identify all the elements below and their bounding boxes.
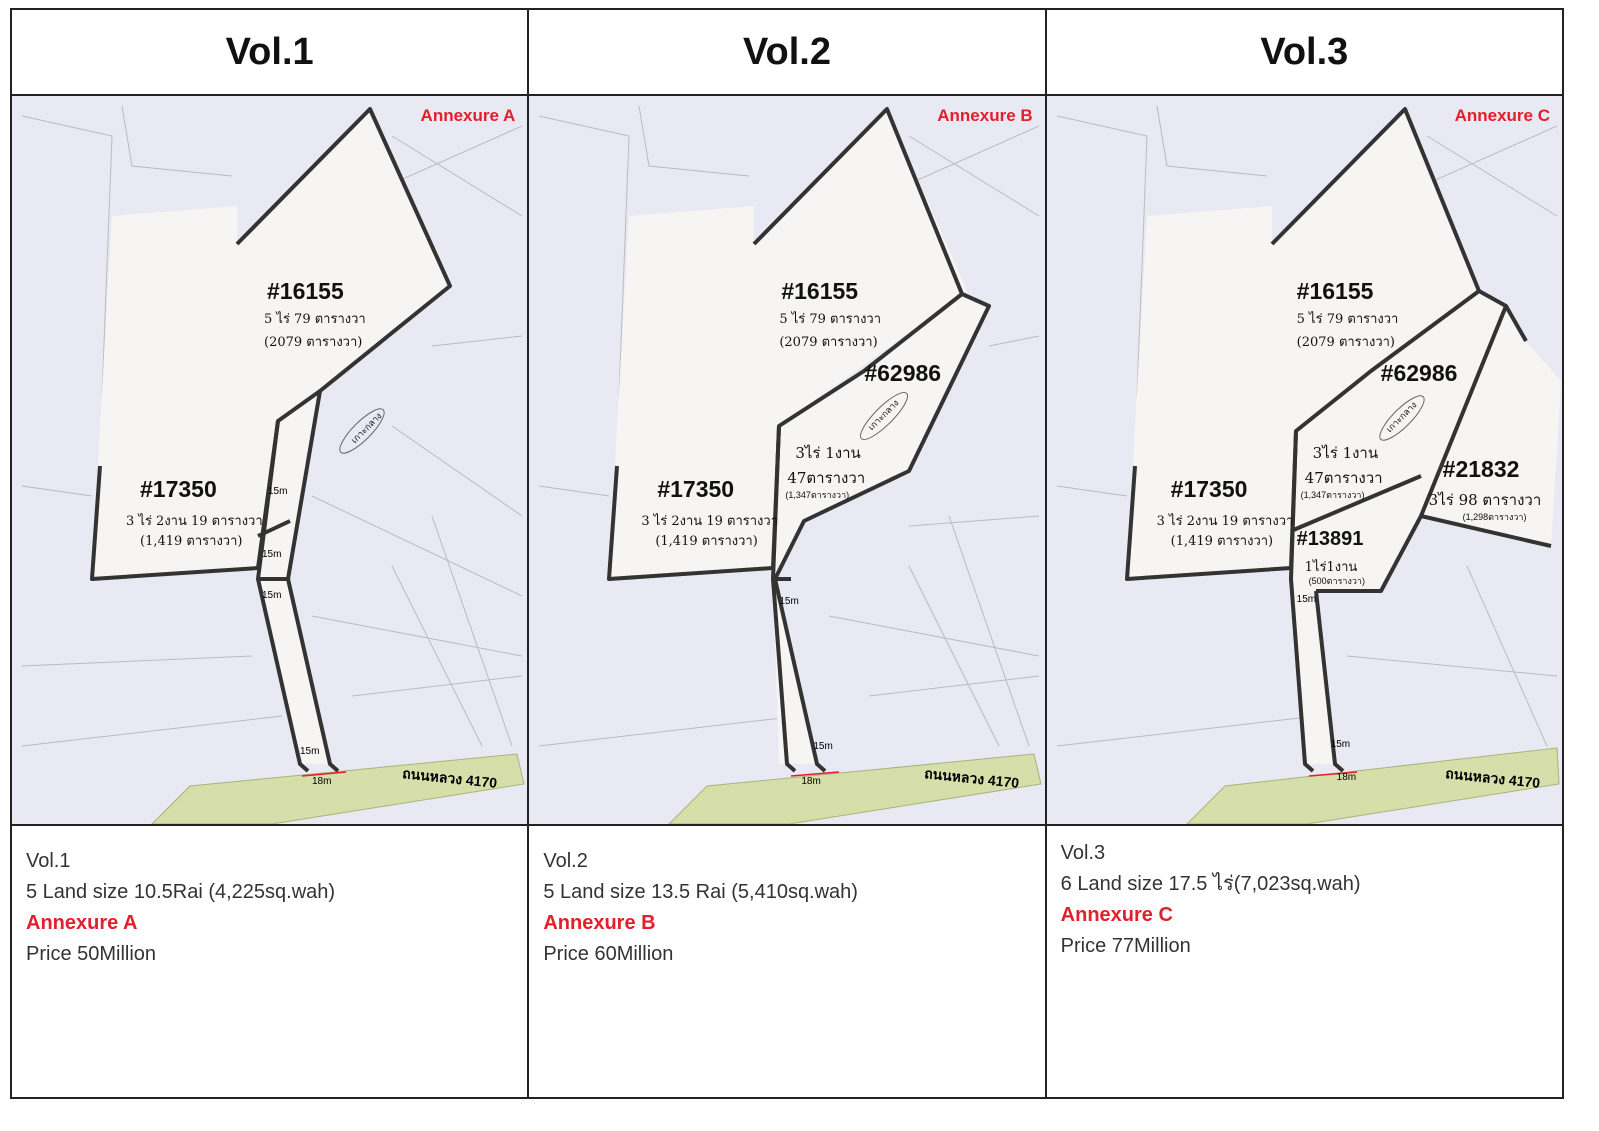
plot-total: (500ตารางวา) [1308, 576, 1365, 586]
plot-id: #62986 [1380, 360, 1458, 386]
vol3-title: Vol.3 [1046, 10, 1562, 96]
info-size: 5 Land size 13.5 Rai (5,410sq.wah) [543, 881, 858, 903]
plot-total: (1,347ตารางวา) [1300, 490, 1365, 500]
frontage-measure: 18m [801, 776, 821, 787]
plot-area: 3 ไร่ 2งาน 19 ตารางวา [641, 514, 778, 529]
width-measure: 15m [262, 590, 282, 601]
info-size: 5 Land size 10.5Rai (4,225sq.wah) [26, 881, 336, 903]
vol2-info: Vol.2 5 Land size 13.5 Rai (5,410sq.wah)… [529, 826, 1044, 990]
plot-total: (1,419 ตารางวา) [1170, 534, 1274, 549]
width-measure: 15m [268, 486, 288, 497]
plot-id: #16155 [1296, 278, 1374, 304]
plot-id: #21832 [1442, 456, 1520, 482]
info-price: Price 60Million [543, 943, 674, 965]
plot-area: 3 ไร่ 2งาน 19 ตารางวา [126, 514, 263, 529]
plot-id: #17350 [140, 476, 217, 502]
plot-area: 5 ไร่ 79 ตารางวา [1296, 312, 1399, 327]
info-size: 6 Land size 17.5 ไร่(7,023sq.wah) [1060, 873, 1361, 895]
plot-area: 3ไร่ 1งาน [795, 444, 861, 462]
plot-id: #16155 [781, 278, 859, 304]
annexure-label: Annexure B [937, 106, 1033, 125]
annexure-label: Annexure C [1454, 106, 1550, 125]
width-measure: 15m [813, 741, 833, 752]
vol1-title: Vol.1 [12, 10, 528, 96]
info-annexure: Annexure A [26, 912, 138, 934]
info-vol: Vol.3 [1060, 842, 1106, 864]
plot-id: #17350 [657, 476, 735, 502]
vol1-column: Vol.1 Annexure A #16155 5 ไร่ 79 ตารางวา… [12, 10, 530, 1097]
vol2-map: Annexure B #16155 5 ไร่ 79 ตารางวา (2079… [529, 96, 1045, 826]
info-annexure: Annexure B [543, 912, 656, 934]
vol1-map: Annexure A #16155 5 ไร่ 79 ตารางวา (2079… [12, 96, 528, 826]
plot-id: #17350 [1170, 476, 1248, 502]
plot-area: 3ไร่ 98 ตารางวา [1428, 491, 1542, 509]
vol3-info: Vol.3 6 Land size 17.5 ไร่(7,023sq.wah) … [1047, 826, 1562, 982]
annexure-label: Annexure A [420, 106, 516, 125]
plot-area: 1ไร่1งาน [1304, 560, 1358, 575]
info-price: Price 77Million [1060, 935, 1191, 957]
info-annexure: Annexure C [1060, 904, 1173, 926]
plot-area-2: 47ตารางวา [787, 469, 866, 487]
plot-id: #13891 [1296, 528, 1364, 550]
vol3-map-drawing [1056, 105, 1561, 824]
width-measure: 15m [1330, 739, 1351, 750]
frontage-measure: 18m [1336, 772, 1357, 783]
info-vol: Vol.2 [543, 850, 588, 872]
plot-total: (2079 ตารางวา) [779, 335, 878, 350]
plot-total: (2079 ตารางวา) [264, 335, 363, 350]
plot-total: (1,347ตารางวา) [785, 490, 850, 500]
frontage-measure: 18m [312, 776, 332, 787]
vol3-column: Vol.3 Annexure C #16155 5 ไร่ 79 ตารางวา… [1046, 10, 1562, 1097]
vol1-map-drawing [21, 105, 525, 824]
vol2-map-drawing [539, 105, 1042, 824]
plot-total: (1,419 ตารางวา) [655, 534, 758, 549]
vol1-info: Vol.1 5 Land size 10.5Rai (4,225sq.wah) … [12, 826, 527, 990]
plot-id: #16155 [267, 278, 344, 304]
info-price: Price 50Million [26, 943, 157, 965]
vol2-title: Vol.2 [529, 10, 1045, 96]
plot-area: 5 ไร่ 79 ตารางวา [779, 312, 882, 327]
plot-total: (2079 ตารางวา) [1296, 335, 1395, 350]
plot-id: #62986 [864, 360, 942, 386]
plot-area: 5 ไร่ 79 ตารางวา [264, 312, 366, 327]
plot-area: 3ไร่ 1งาน [1312, 444, 1379, 462]
plot-total: (1,419 ตารางวา) [140, 534, 243, 549]
width-measure: 15m [1296, 594, 1317, 605]
width-measure: 15m [300, 746, 320, 757]
vol2-column: Vol.2 Annexure B #16155 5 ไร่ 79 ตารางวา… [529, 10, 1047, 1097]
vol3-map: Annexure C #16155 5 ไร่ 79 ตารางวา (2079… [1046, 96, 1562, 826]
comparison-table: Vol.1 Annexure A #16155 5 ไร่ 79 ตารางวา… [10, 8, 1564, 1099]
plot-area-2: 47ตารางวา [1304, 469, 1383, 487]
plot-total: (1,298ตารางวา) [1462, 512, 1527, 522]
width-measure: 15m [779, 596, 799, 607]
plot-area: 3 ไร่ 2งาน 19 ตารางวา [1156, 514, 1294, 529]
width-measure: 15m [262, 549, 282, 560]
info-vol: Vol.1 [26, 850, 71, 872]
